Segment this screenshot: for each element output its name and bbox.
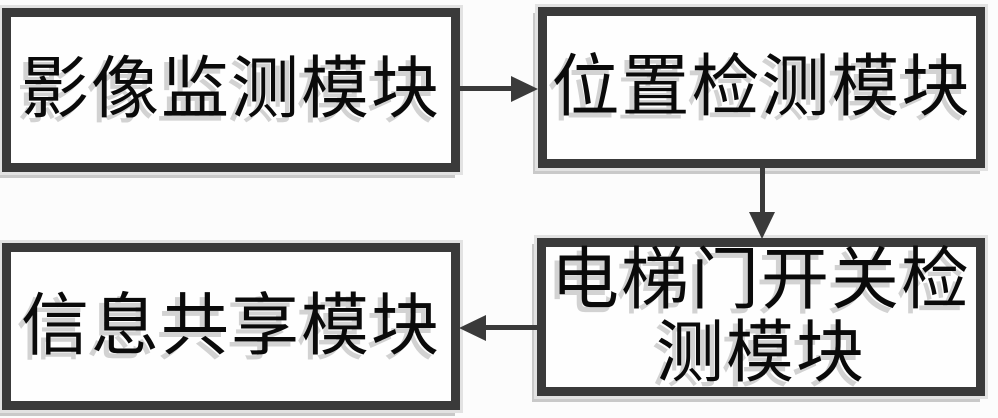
node-label-line-1: 电梯门开关检	[550, 240, 971, 320]
node-label: 信息共享模块	[20, 286, 441, 366]
node-image-monitoring-module: 影像监测模块	[2, 8, 460, 172]
node-position-detection-module: 位置检测模块	[538, 7, 985, 168]
arrow-right-head-icon	[511, 76, 538, 102]
node-label: 影像监测模块	[20, 50, 441, 130]
node-elevator-door-switch-detection-module: 电梯门开关检 测模块	[537, 238, 985, 396]
arrow-left-head-icon	[459, 315, 486, 341]
node-information-sharing-module: 信息共享模块	[2, 243, 460, 410]
arrow-down-head-icon	[749, 212, 775, 239]
node-label: 位置检测模块	[551, 47, 972, 127]
arrow-line	[460, 86, 514, 91]
node-label-line-2: 测模块	[655, 314, 866, 393]
arrow-line	[485, 325, 537, 330]
arrow-line	[760, 168, 765, 214]
